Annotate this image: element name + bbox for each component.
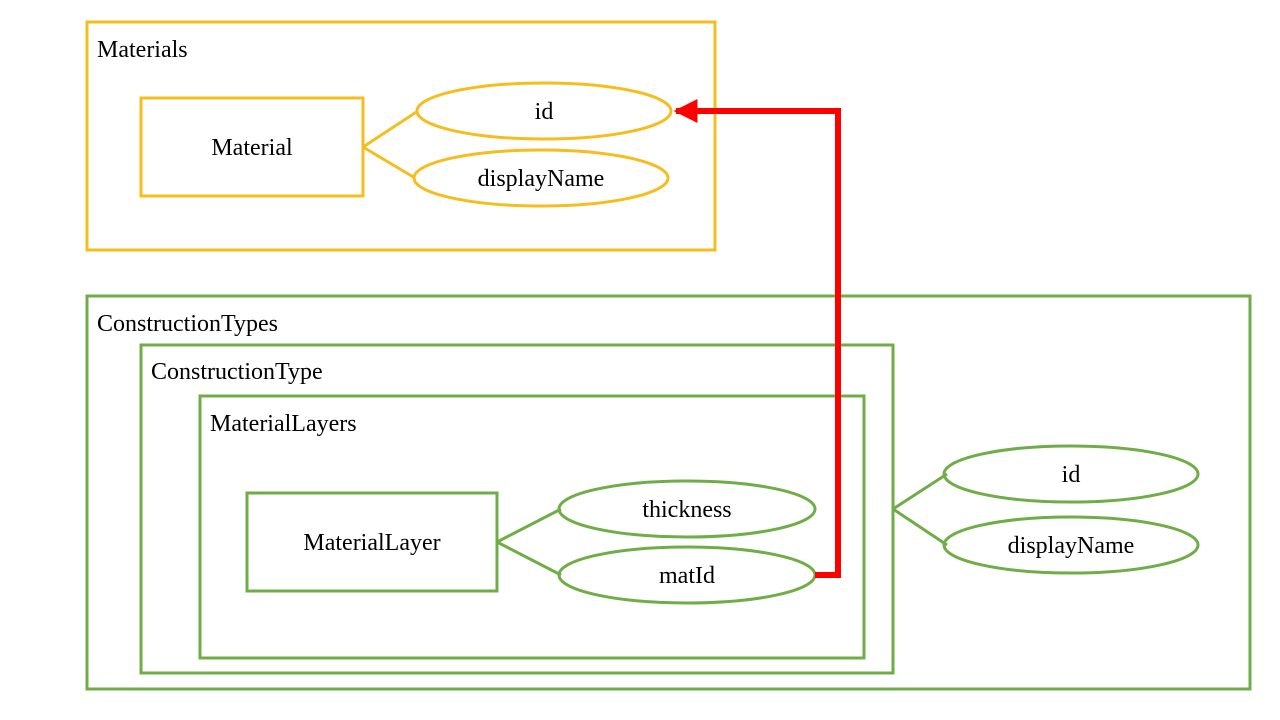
material-displayname-label: displayName bbox=[478, 166, 605, 192]
material-layer-thickness-connector bbox=[496, 507, 562, 544]
construction-types-group: ConstructionTypes ConstructionType id di… bbox=[85, 294, 1252, 691]
construction-type-id-connector bbox=[892, 472, 948, 511]
material-layer-thickness-attribute bbox=[557, 479, 817, 539]
material-id-attribute bbox=[415, 81, 673, 141]
construction-type-container bbox=[139, 343, 895, 675]
material-layers-container bbox=[198, 394, 866, 660]
construction-type-id-label: id bbox=[1062, 462, 1081, 488]
material-layer-matid-connector bbox=[496, 540, 562, 577]
material-id-label: id bbox=[535, 99, 554, 125]
material-displayname-connector bbox=[362, 145, 416, 180]
construction-types-title: ConstructionTypes bbox=[97, 311, 278, 337]
material-entity-label: Material bbox=[211, 135, 293, 161]
materials-group: Materials Material id displayName bbox=[85, 20, 717, 252]
matid-to-material-id-arrow bbox=[673, 99, 841, 578]
material-id-connector bbox=[362, 109, 419, 149]
materials-container bbox=[85, 20, 717, 252]
construction-type-title: ConstructionType bbox=[151, 359, 323, 385]
construction-type-displayname-attribute bbox=[942, 515, 1200, 575]
material-layer-entity-label: MaterialLayer bbox=[303, 530, 440, 556]
materials-title: Materials bbox=[97, 37, 188, 63]
material-layers-title: MaterialLayers bbox=[210, 411, 357, 437]
construction-types-container bbox=[85, 294, 1252, 691]
construction-type-displayname-connector bbox=[892, 507, 948, 547]
construction-type-displayname-label: displayName bbox=[1008, 533, 1135, 559]
construction-type-id-attribute bbox=[942, 444, 1200, 504]
material-layer-matid-label: matId bbox=[659, 563, 715, 589]
material-layer-thickness-label: thickness bbox=[642, 497, 731, 523]
material-displayname-attribute bbox=[412, 148, 670, 208]
